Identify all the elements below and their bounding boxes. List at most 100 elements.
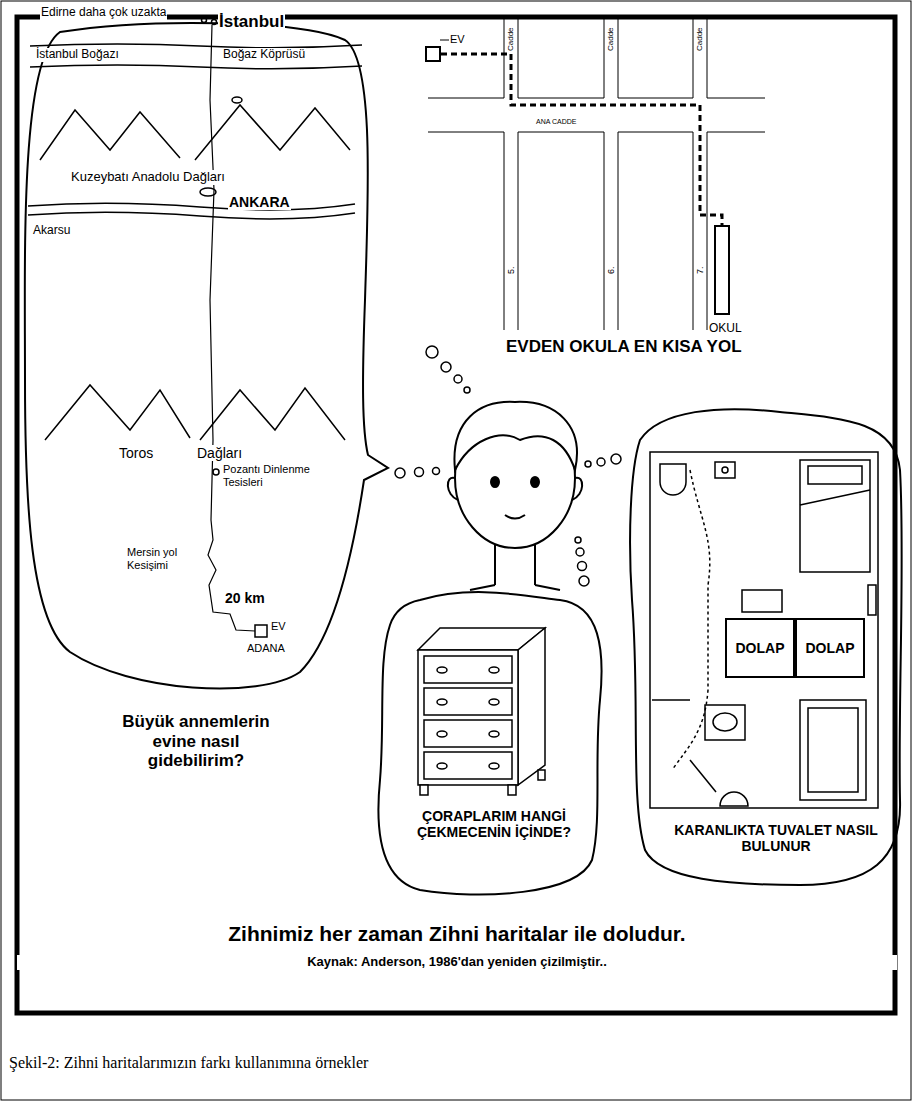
- room-plan-stroke: [690, 760, 716, 792]
- node-text: DOLAP: [735, 640, 786, 656]
- washbasin: [713, 713, 737, 731]
- figure-title: Zihnimiz her zaman Zihni haritalar ile d…: [17, 922, 897, 946]
- room-plan-stroke: [800, 490, 870, 505]
- bubble-outline: [25, 23, 388, 689]
- drawer: [424, 688, 512, 715]
- turkey-route-map: [30, 65, 362, 69]
- node-text: DOLAP: [805, 640, 856, 656]
- street-line: [693, 132, 694, 330]
- room-plan-stroke: [652, 699, 690, 701]
- turkey-route-map: [202, 18, 207, 23]
- room-plan-stroke: [650, 452, 878, 808]
- dresser-stroke: [538, 770, 545, 780]
- bubble-outline: [375, 588, 610, 898]
- street-line: [604, 15, 605, 98]
- thought-circles: [464, 387, 470, 393]
- room-plan-stroke: [868, 585, 876, 615]
- thought-circles: [575, 537, 581, 543]
- thought-circles: [578, 562, 587, 571]
- drawer-handle: [489, 763, 499, 769]
- thought-circles: [585, 461, 591, 467]
- wardrobe-box: DOLAP: [795, 618, 865, 678]
- turkey-route-map: [28, 18, 362, 638]
- street-name: Cadde: [695, 26, 704, 52]
- street-line: [618, 132, 619, 330]
- thought-circles: [454, 375, 462, 383]
- node-text: OKUL: [708, 322, 743, 336]
- room-plan-stroke: [705, 705, 745, 740]
- turkey-route-map: [208, 25, 255, 631]
- dresser-stroke: [518, 628, 545, 785]
- thought-circles: [611, 454, 621, 464]
- room-plan-stroke: [720, 792, 748, 806]
- node-text: Akarsu: [32, 224, 71, 238]
- node-text: EV: [270, 620, 287, 633]
- thought-bubble: Edirne daha çok uzaktaİstanbulİstanbul B…: [22, 22, 390, 700]
- dresser: [418, 628, 545, 795]
- drawer: [424, 656, 512, 683]
- drawer: [424, 752, 512, 779]
- head: [448, 402, 582, 590]
- thought-circles: [597, 458, 605, 466]
- head: [454, 402, 576, 470]
- node-text: EV: [449, 33, 466, 46]
- turkey-route-map: [200, 188, 216, 196]
- room-plan-stroke: [800, 700, 866, 800]
- thought-bubble: ÇORAPLARIM HANGİ ÇEKMECENİN İÇİNDE?: [375, 588, 610, 898]
- street-line: [504, 132, 505, 330]
- node-text: Dağları: [196, 445, 243, 461]
- head: [448, 478, 458, 500]
- turkey-route-map: [40, 110, 180, 160]
- node-text: Edirne daha çok uzakta: [40, 6, 167, 20]
- street-line: [428, 98, 504, 99]
- thought-circles: [579, 576, 589, 586]
- street-line: [618, 132, 693, 133]
- source-note: Kaynak: Anderson, 1986'dan yeniden çizil…: [17, 955, 897, 970]
- school-box: OKUL: [714, 225, 730, 315]
- dresser-stroke: [420, 785, 428, 795]
- thought-circles: [395, 468, 405, 478]
- thought-circles: [395, 346, 621, 586]
- street-line: [518, 132, 519, 330]
- node-text: 20 km: [224, 590, 266, 606]
- turkey-route-map: [28, 203, 355, 210]
- street-line: [707, 15, 708, 98]
- node-text: Toros: [118, 445, 154, 461]
- street-name: 6.: [606, 265, 616, 275]
- node-text: İstanbul: [218, 12, 285, 32]
- street-line: [518, 132, 604, 133]
- drawer-handle: [437, 731, 447, 737]
- route-line: [441, 54, 722, 225]
- street-line: [504, 15, 505, 98]
- node-text: ÇORAPLARIM HANGİ ÇEKMECENİN İÇİNDE?: [398, 808, 590, 840]
- drawer-handle: [437, 763, 447, 769]
- head: [572, 478, 582, 500]
- thought-circles: [415, 468, 424, 477]
- turkey-route-map: [255, 625, 267, 637]
- node-text: ADANA: [246, 642, 286, 655]
- street-name: Cadde: [506, 26, 515, 52]
- node-text: Kuzeybatı Anadolu Dağları: [70, 170, 226, 185]
- street-name: ANA CADDE: [535, 118, 577, 126]
- dark-path: [672, 470, 710, 770]
- room-plan-stroke: [800, 460, 870, 572]
- street-name: 7.: [695, 265, 705, 275]
- street-line: [707, 132, 765, 133]
- node-text: KARANLIKTA TUVALET NASIL BULUNUR: [672, 822, 880, 854]
- drawer-handle: [437, 699, 447, 705]
- head: [470, 545, 560, 590]
- street-line: [518, 15, 519, 98]
- node-text: ANKARA: [228, 194, 291, 210]
- wardrobe-box: DOLAP: [725, 618, 795, 678]
- street-line: [604, 132, 605, 330]
- head: [491, 477, 499, 487]
- bubble-outline: [22, 22, 390, 700]
- street-name: 5.: [506, 265, 516, 275]
- node-text: Pozantı Dinlenme Tesisleri: [222, 463, 344, 488]
- drawer: [424, 720, 512, 747]
- drawer-handle: [489, 667, 499, 673]
- drawer-handle: [489, 699, 499, 705]
- question-text: Büyük annemlerin evine nasıl gidebilirim…: [105, 712, 287, 771]
- dresser-stroke: [508, 785, 516, 795]
- thought-circles: [426, 346, 438, 358]
